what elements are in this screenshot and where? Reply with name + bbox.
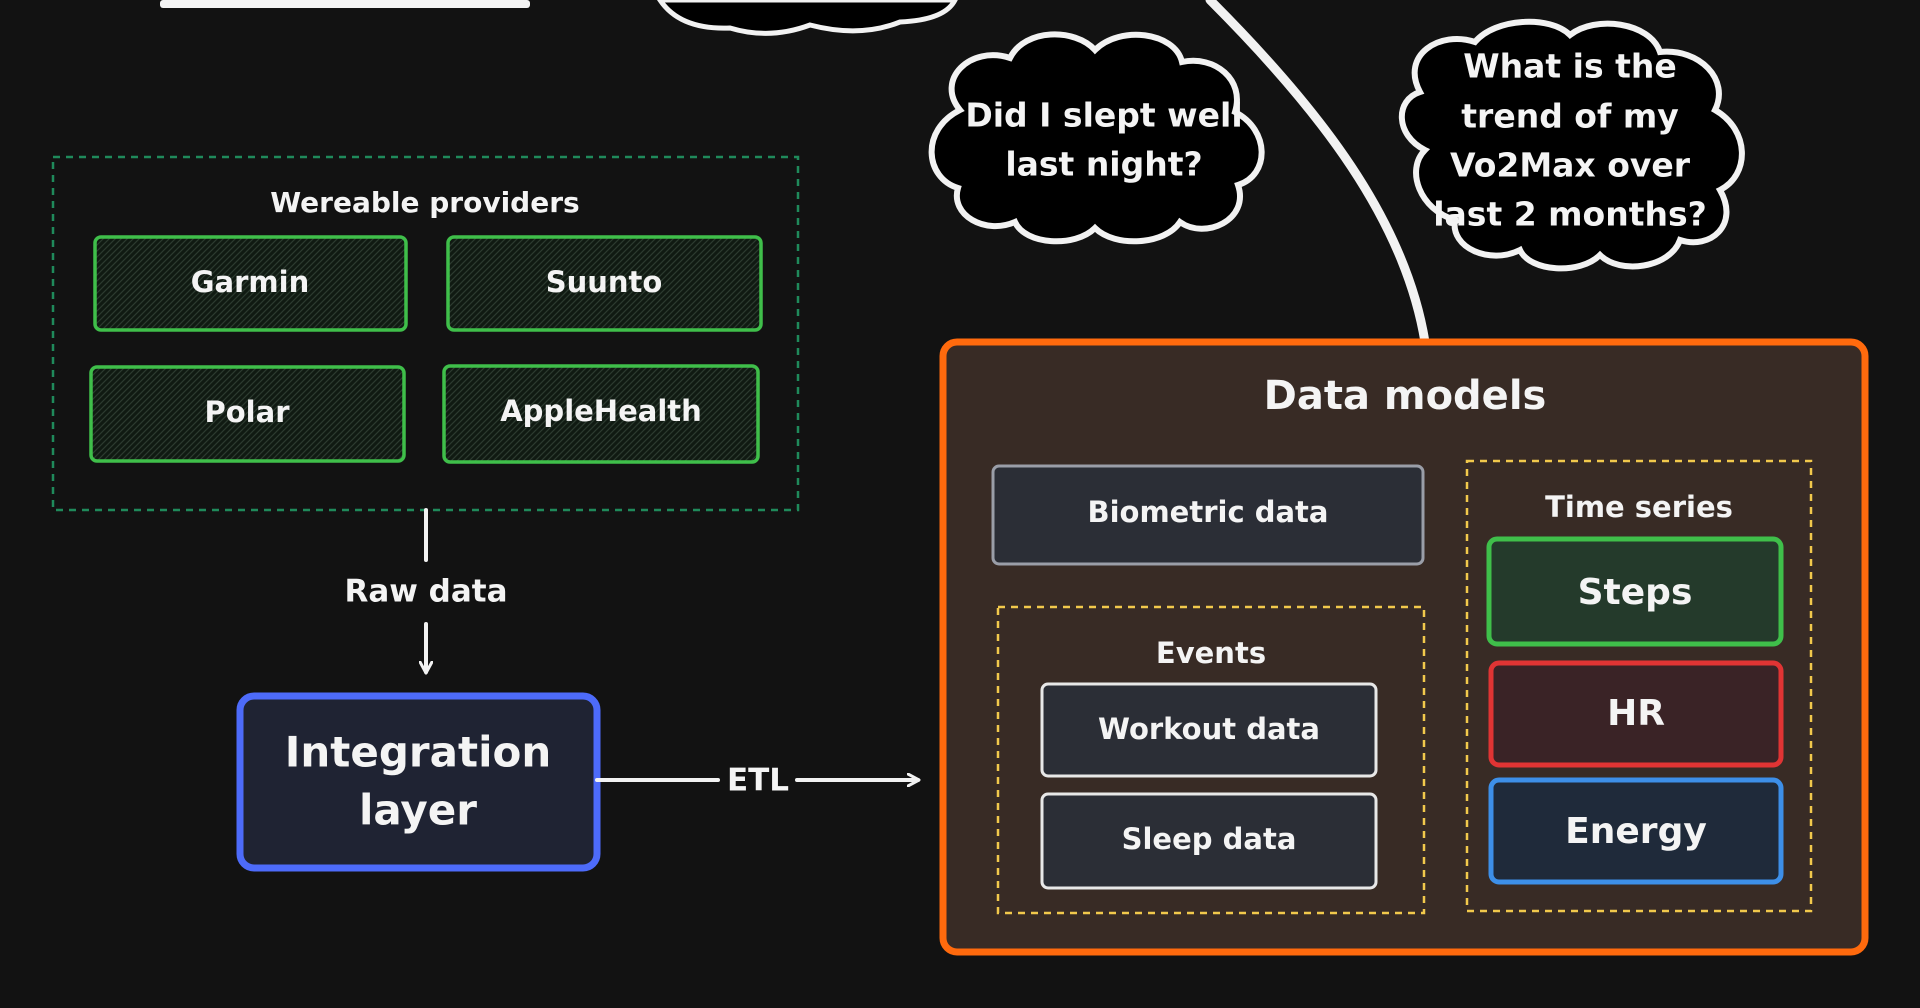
biometric-data-box[interactable]: Biometric data [991, 464, 1425, 566]
question-vo2max-line4: last 2 months? [1433, 195, 1707, 234]
events-group: Events Workout data Sleep data [996, 605, 1426, 915]
partial-title-fragment [160, 0, 530, 8]
raw-data-label: Raw data [344, 574, 507, 610]
question-vo2max-line1: What is the [1463, 47, 1677, 86]
provider-label: AppleHealth [500, 394, 702, 428]
sleep-data-box[interactable]: Sleep data [1040, 792, 1378, 890]
provider-suunto[interactable]: Suunto [446, 235, 763, 332]
provider-garmin[interactable]: Garmin [93, 235, 408, 332]
workout-data-box[interactable]: Workout data [1040, 682, 1378, 778]
time-series-title: Time series [1545, 490, 1733, 524]
wearable-providers-group: Wereable providers Garmin Suunto Polar A… [51, 155, 800, 512]
data-models-title: Data models [1264, 373, 1547, 419]
provider-label: Garmin [191, 265, 309, 299]
question-sleep-line2: last night? [1005, 145, 1202, 184]
data-models-container: Data models Biometric data Events Workou… [939, 338, 1869, 956]
sleep-data-label: Sleep data [1122, 822, 1297, 856]
provider-polar[interactable]: Polar [89, 365, 406, 463]
provider-label: Suunto [546, 265, 663, 299]
time-series-group: Time series Steps HR Energy [1465, 459, 1813, 913]
question-connector-line [1205, 0, 1430, 347]
question-cloud-sleep: Did I slept well last night? [928, 31, 1265, 245]
wearable-providers-title: Wereable providers [270, 186, 579, 219]
steps-box[interactable]: Steps [1486, 536, 1784, 647]
question-sleep-line1: Did I slept well [965, 96, 1242, 135]
integration-layer-label-line2: layer [359, 786, 477, 835]
provider-applehealth[interactable]: AppleHealth [442, 364, 760, 464]
energy-box[interactable]: Energy [1488, 777, 1784, 885]
energy-label: Energy [1565, 811, 1707, 852]
provider-label: Polar [205, 395, 291, 429]
question-vo2max-line3: Vo2Max over [1450, 146, 1691, 185]
integration-layer-label-line1: Integration [285, 728, 551, 777]
workout-data-label: Workout data [1098, 712, 1320, 746]
steps-label: Steps [1578, 572, 1693, 613]
hr-label: HR [1607, 693, 1665, 734]
question-cloud-vo2max: What is the trend of my Vo2Max over last… [1398, 18, 1745, 272]
events-title: Events [1156, 636, 1266, 670]
etl-label: ETL [727, 763, 789, 799]
integration-layer-box[interactable]: Integration layer [236, 692, 601, 872]
question-vo2max-line2: trend of my [1461, 97, 1678, 136]
biometric-data-label: Biometric data [1087, 495, 1328, 529]
hr-box[interactable]: HR [1488, 660, 1784, 768]
partial-cloud-top [656, 0, 958, 36]
